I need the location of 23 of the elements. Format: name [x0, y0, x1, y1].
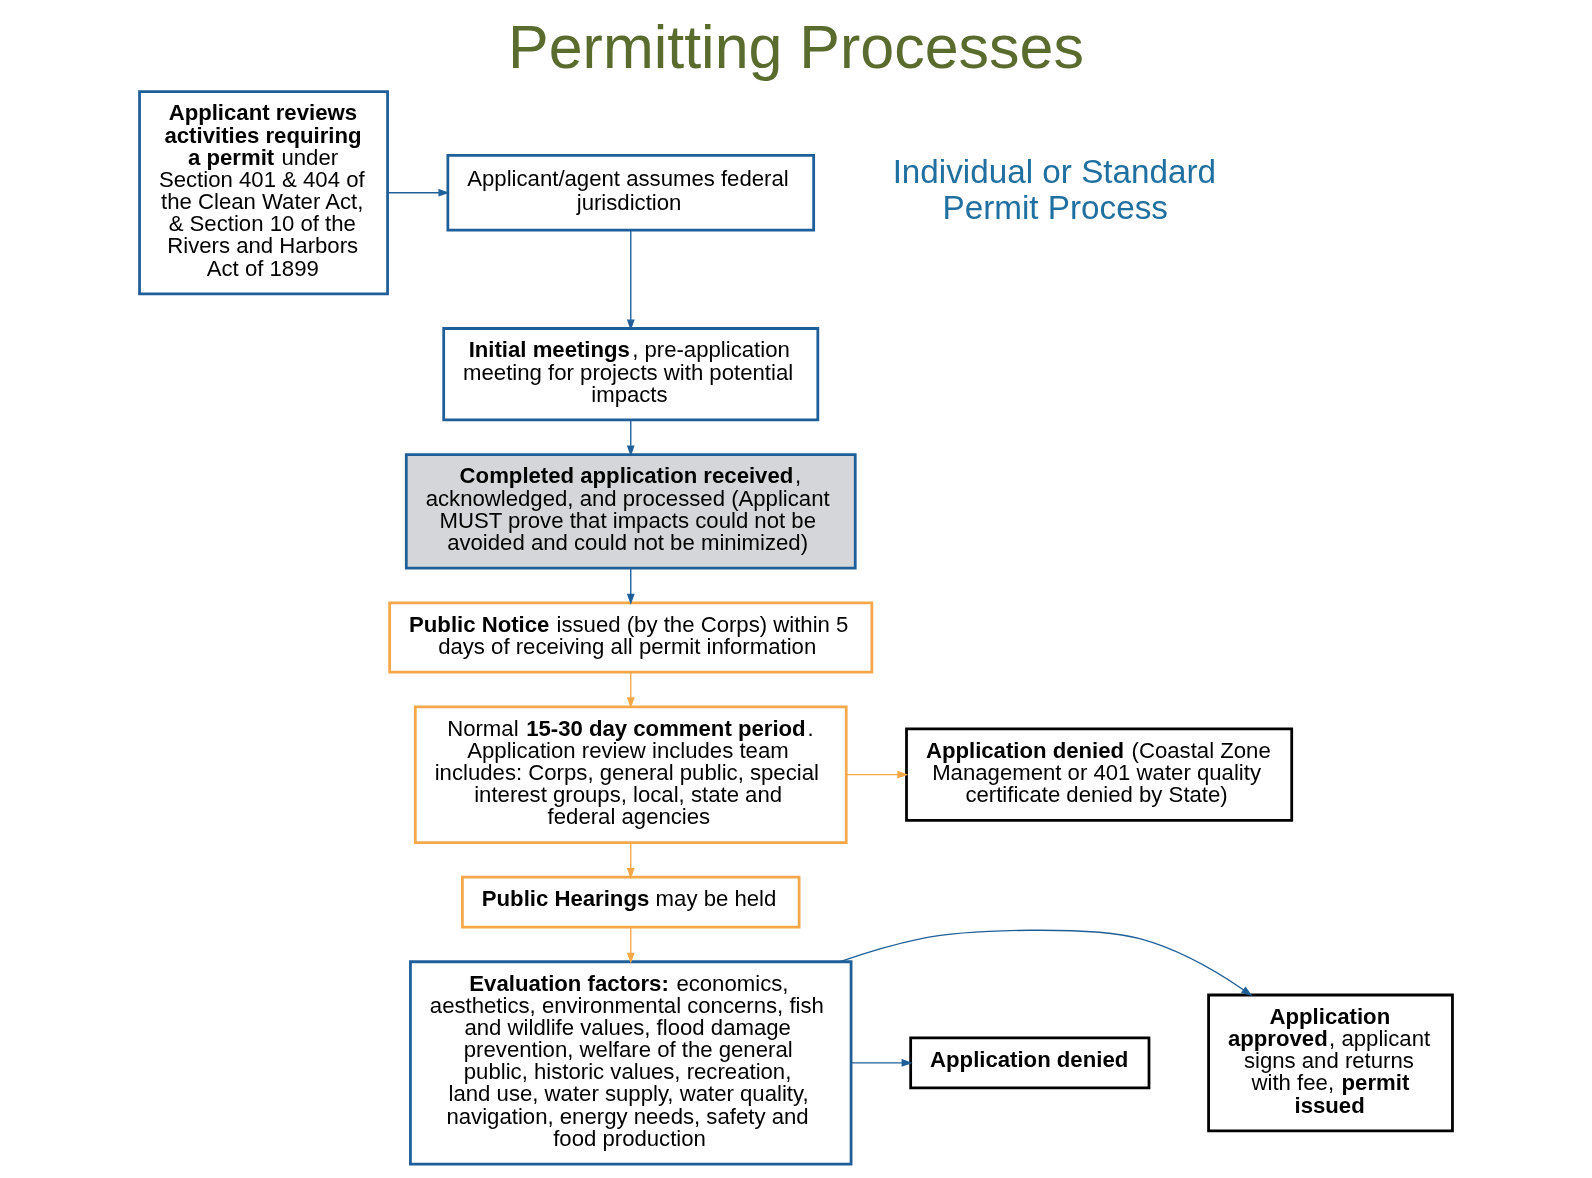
- arrow: [626, 926, 635, 964]
- arrow: [626, 567, 635, 605]
- node-box: Evaluation factors: economics, aesthetics, environmental concerns, fish and wildlife values, flood damage prevention, welfare of the general public, historic values, recreation, land use, water supply, water quality, navigation, energy needs, safety and food production: [409, 960, 853, 1166]
- diagram-title: Permitting Processes: [508, 13, 1084, 82]
- node-box: Application denied (Coastal Zone Management or 401 water quality certificate denied by State): [905, 727, 1294, 822]
- arrow: [845, 770, 909, 779]
- node-box: Applicant reviews activities requiring a permit under Section 401 & 404 of the Clean Water Act, & Section 10 of the Rivers and Harbors Act of 1899: [138, 90, 389, 296]
- arrow: [626, 229, 635, 331]
- arrow: [626, 672, 635, 709]
- arrow: [850, 1059, 913, 1067]
- node-box: Public Hearings may be held: [461, 875, 801, 929]
- arrow: [626, 419, 635, 457]
- node-box: Application approved, applicant signs and returns with fee, permit issued: [1207, 993, 1454, 1133]
- node-box: Applicant/agent assumes federal jurisdiction: [446, 153, 816, 232]
- node-box: Normal 15-30 day comment period. Application review includes team includes: Corps, general public, special interest groups, local, state and federal agencies: [413, 705, 848, 844]
- node-box: Initial meetings, pre-application meeting for projects with potential impacts: [442, 327, 820, 422]
- arrow: [386, 188, 450, 197]
- node-box: Public Notice issued (by the Corps) within 5 days of receiving all permit information: [388, 601, 874, 674]
- node-box: Completed application received, acknowledged, and processed (Applicant MUST prove that impacts could not be avoided and could not be minimized): [404, 453, 857, 570]
- arrow: [626, 842, 635, 880]
- label: Individual or Standard Permit Process: [892, 153, 1217, 227]
- arrow: [839, 929, 1253, 997]
- node-box: Application denied: [909, 1036, 1151, 1090]
